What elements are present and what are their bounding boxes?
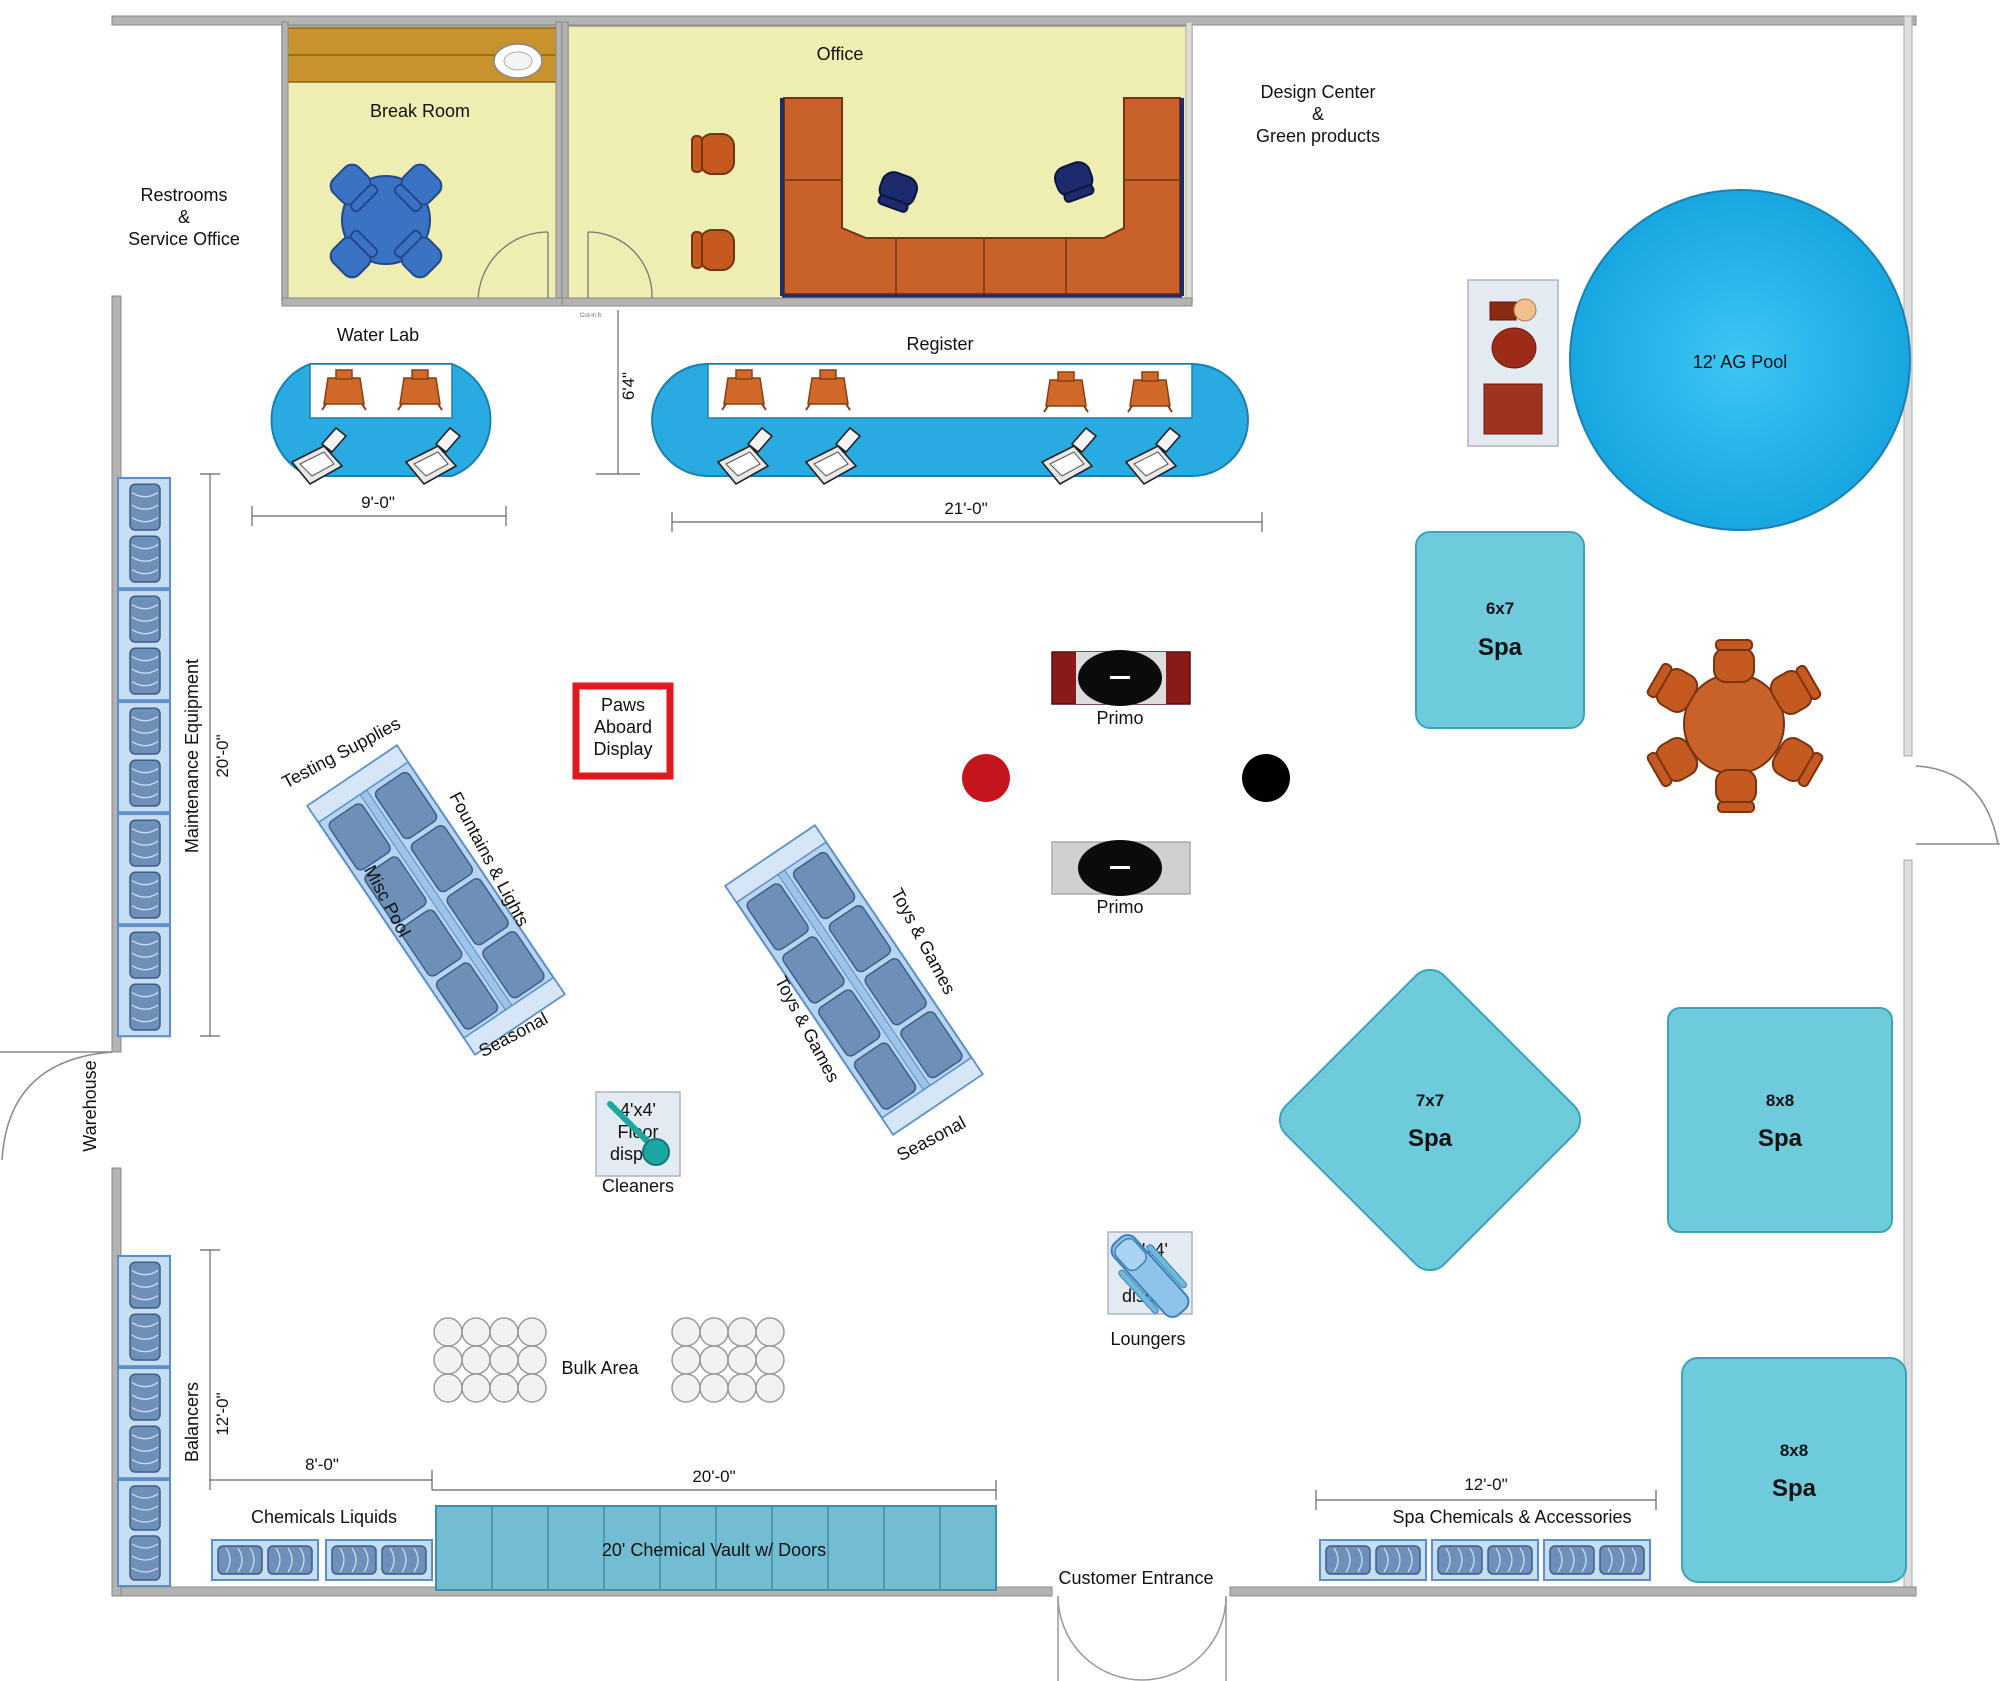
spa-size-label: 8x8 xyxy=(1780,1441,1808,1460)
spa-chemicals-shelves xyxy=(1319,1539,1651,1581)
register-counter xyxy=(651,363,1249,485)
break-room xyxy=(281,25,561,303)
design-center-label: & xyxy=(1312,104,1324,124)
customer-entrance xyxy=(1057,1595,1227,1681)
spa-label: Spa xyxy=(1772,1475,1817,1502)
ag-pool xyxy=(1569,189,1911,531)
spa-label: Spa xyxy=(1408,1125,1453,1152)
gondola-left xyxy=(305,744,567,1056)
cleaners-label: Cleaners xyxy=(602,1176,674,1196)
balancers-dimension: 12'-0" xyxy=(213,1392,232,1435)
wall xyxy=(561,21,569,307)
dimension-lines xyxy=(200,310,1657,1510)
register-dimension: 21'-0" xyxy=(944,499,987,518)
office xyxy=(567,25,1193,303)
spa-label: Spa xyxy=(1478,634,1523,661)
spa-8x8 xyxy=(1667,1007,1893,1233)
spa-size-label: 8x8 xyxy=(1766,1091,1794,1110)
maintenance-shelves xyxy=(116,476,172,1038)
warehouse-label: Warehouse xyxy=(80,1060,100,1151)
restrooms-label: Restrooms xyxy=(140,185,227,205)
wall xyxy=(555,21,563,307)
chemicals-label: Chemicals Liquids xyxy=(251,1507,397,1527)
bulk-bags xyxy=(671,1317,785,1403)
balancers-shelves xyxy=(116,1254,172,1587)
spa-7x7 xyxy=(1278,968,1582,1272)
cleaner-icon xyxy=(607,1101,670,1166)
ag-pool-label: 12' AG Pool xyxy=(1693,352,1788,372)
wall xyxy=(561,297,1193,307)
spa-size-label: 7x7 xyxy=(1416,1091,1444,1110)
black-marker-icon xyxy=(1242,754,1290,802)
register-label: Register xyxy=(906,334,973,354)
spa-chemicals-label: Spa Chemicals & Accessories xyxy=(1392,1507,1631,1527)
paws-aboard-label: Paws xyxy=(601,695,645,715)
red-marker-icon xyxy=(962,754,1010,802)
door-icon xyxy=(587,231,653,299)
chemicals-shelves xyxy=(211,1539,433,1581)
primo-label: Primo xyxy=(1096,897,1143,917)
wall xyxy=(281,21,289,307)
spa-label: Spa xyxy=(1758,1125,1803,1152)
office-label: Office xyxy=(817,44,864,64)
door-icon xyxy=(477,231,549,303)
floor-display-label: 4'x4' xyxy=(620,1100,656,1120)
bulk-bags xyxy=(433,1317,547,1403)
paws-aboard-display xyxy=(572,682,674,780)
chemical-vault xyxy=(435,1505,997,1591)
bulk-area-label: Bulk Area xyxy=(561,1358,639,1378)
water-lab-label: Water Lab xyxy=(337,325,419,345)
paws-aboard-label: Display xyxy=(593,739,652,759)
vault-dimension: 20'-0" xyxy=(692,1467,735,1486)
chemicals-dimension: 8'-0" xyxy=(305,1455,339,1474)
spa-8x8 xyxy=(1681,1357,1907,1583)
break-room-label: Break Room xyxy=(370,101,470,121)
office-desk xyxy=(783,97,1181,295)
maintenance-label: Maintenance Equipment xyxy=(182,659,202,853)
spa-chem-dimension: 12'-0" xyxy=(1464,1475,1507,1494)
maintenance-dimension: 20'-0" xyxy=(213,734,232,777)
restrooms-label: Service Office xyxy=(128,229,240,249)
restrooms-label: & xyxy=(178,207,190,227)
small-note: Cut-in fr. xyxy=(580,313,603,319)
customer-entrance-label: Customer Entrance xyxy=(1058,1568,1213,1588)
design-center-label: Green products xyxy=(1256,126,1380,146)
spa-6x7 xyxy=(1415,531,1585,729)
paws-aboard-label: Aboard xyxy=(594,717,652,737)
primo-grill-top xyxy=(1051,650,1191,706)
water-lab-counter xyxy=(270,363,492,485)
patio-table xyxy=(1644,639,1826,813)
design-center-label: Design Center xyxy=(1260,82,1375,102)
gondola-right xyxy=(723,824,985,1136)
spa-size-label: 6x7 xyxy=(1486,599,1514,618)
primo-grill-bottom xyxy=(1051,840,1191,896)
wall xyxy=(281,297,563,307)
wall xyxy=(1185,21,1193,307)
chemical-vault-label: 20' Chemical Vault w/ Doors xyxy=(602,1540,826,1560)
balancers-label: Balancers xyxy=(182,1382,202,1462)
loungers-label: Loungers xyxy=(1110,1329,1185,1349)
lounger-icon xyxy=(1110,1234,1190,1318)
register-gap-dimension: 6'4" xyxy=(619,372,638,400)
water-lab-dimension: 9'-0" xyxy=(361,493,395,512)
primo-label: Primo xyxy=(1096,708,1143,728)
